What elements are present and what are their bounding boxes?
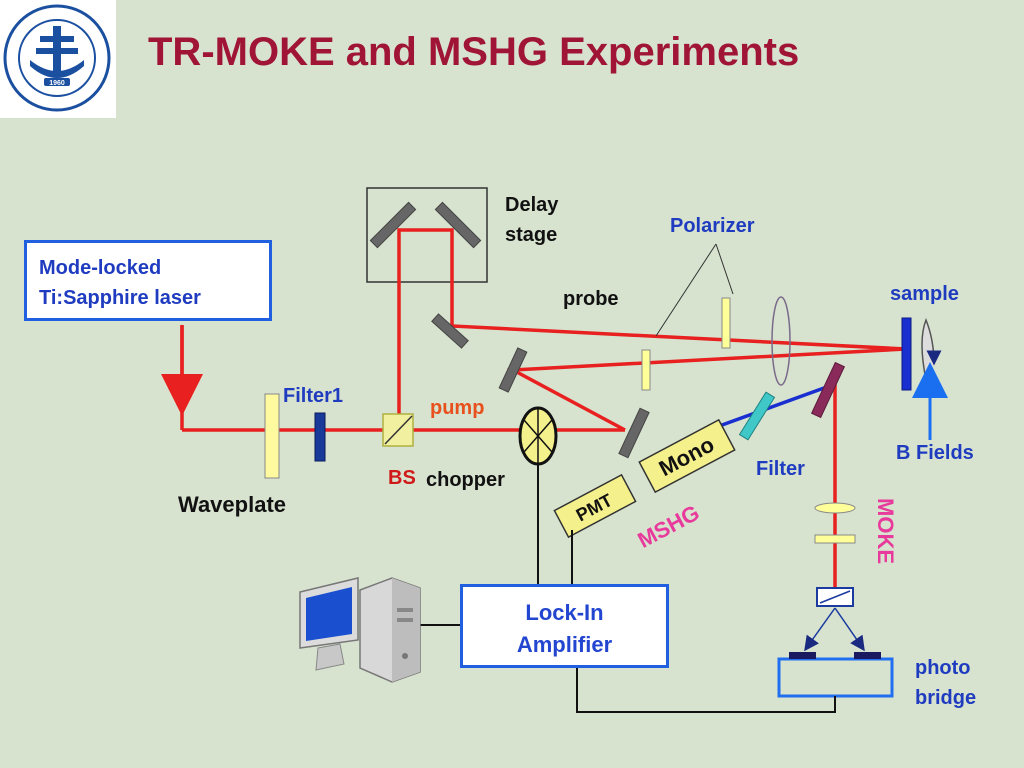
b-fields-label: B Fields [896,442,974,464]
photo-bridge-label: photo bridge [915,653,976,713]
polarizer-pointer-lines [655,243,734,337]
photodiode-right [854,652,881,659]
lock-in-line1: Lock-In [525,600,604,625]
pump-mirror-1 [618,407,650,459]
moke-lens [814,502,856,514]
signal-wires [420,464,836,713]
chopper-label: chopper [426,469,505,491]
waveplate-label: Waveplate [178,492,287,517]
shg-filter [738,391,776,441]
laser-line2: Ti:Sapphire laser [39,287,201,309]
sample-label: sample [890,283,959,305]
split-beam-arrows [804,607,865,652]
photo-bridge-line2: bridge [915,687,977,709]
filter1-label: Filter1 [283,385,344,407]
lock-in-amplifier-box: Lock-In Amplifier [460,584,669,668]
focusing-lens [771,296,791,386]
waveplate [264,393,280,479]
moke-label: MOKE [873,498,898,564]
slide-title: TR-MOKE and MSHG Experiments [148,30,800,74]
polarizer-2 [641,349,651,391]
institute-logo-icon: 1960 [0,0,116,118]
sample-rotation-icon [921,317,942,381]
logo-year: 1960 [49,80,65,87]
filter-label: Filter [756,458,805,480]
filter1 [314,412,326,462]
monochromator [638,418,736,494]
delay-stage-label: Delay stage [505,190,558,250]
delay-mirror-left [369,201,417,249]
laser-source-box: Mode-locked Ti:Sapphire laser [24,240,272,321]
pump-mirror-2 [498,347,528,393]
lock-in-line2: Amplifier [516,632,613,657]
delay-mirror-right [434,201,482,249]
delay-stage-line2: stage [505,224,558,246]
photo-bridge-line1: photo [915,657,971,679]
pump-label: pump [430,397,485,419]
chopper-icon [518,406,558,466]
delay-stage-line1: Delay [505,194,559,216]
mshg-label: MSHG [633,500,703,553]
probe-label: probe [563,288,619,310]
delay-stage-box [366,187,488,283]
probe-mirror-1 [431,313,469,349]
moke-mirror [810,361,846,419]
photo-bridge-box [777,657,894,698]
bs-label: BS [388,467,416,489]
polarizer-label: Polarizer [670,215,755,237]
photodiode-left [789,652,816,659]
moke-waveplate [814,534,856,544]
pmt-detector [553,473,637,539]
sample [901,317,912,391]
polarizer-1 [721,297,731,349]
laser-line1: Mode-locked [39,257,162,279]
computer-icon [299,577,421,683]
